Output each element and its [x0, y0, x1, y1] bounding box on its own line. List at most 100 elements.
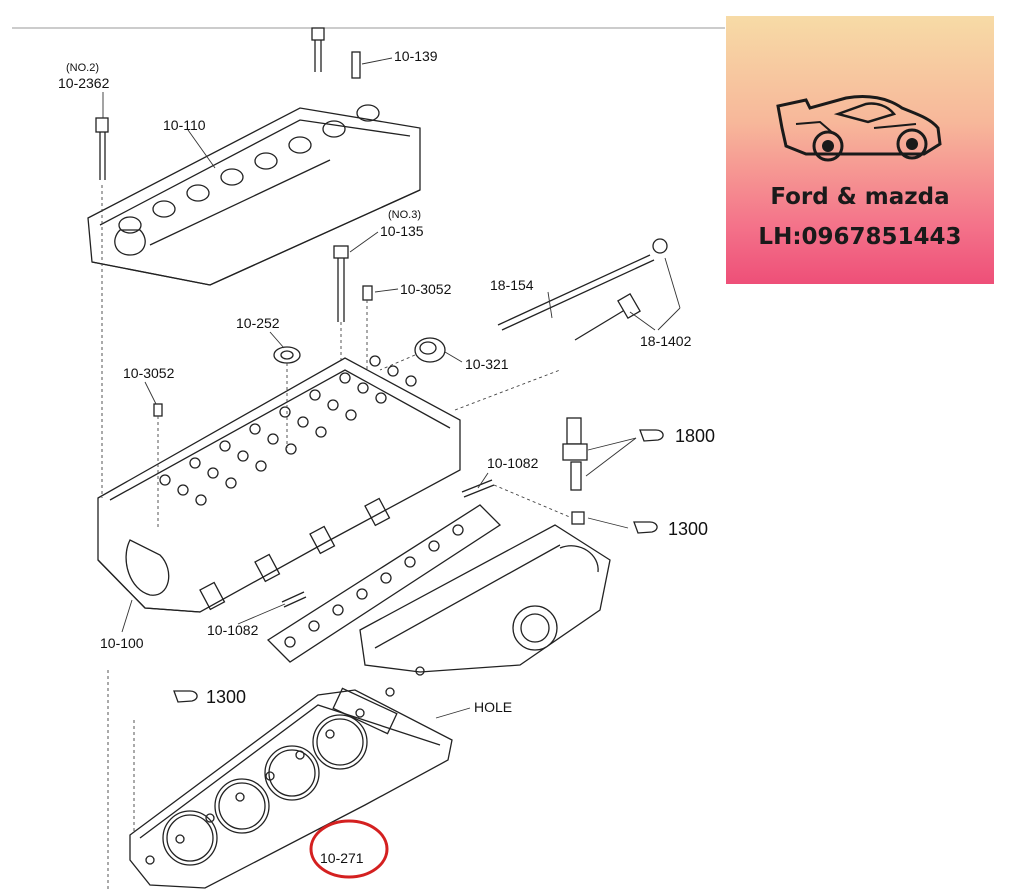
cam-cap — [186, 184, 210, 202]
gasket-port — [356, 588, 368, 600]
valve-hole — [405, 375, 417, 387]
cam-cap — [254, 152, 278, 170]
label-18-1402: 18-1402 — [640, 333, 692, 349]
cam-cap — [288, 136, 312, 154]
valve-hole — [297, 416, 309, 428]
valve-hole — [285, 443, 297, 455]
sports-car-icon — [776, 94, 942, 162]
valve-hole — [375, 392, 387, 404]
valve-hole — [369, 355, 381, 367]
valve-hole — [195, 494, 207, 506]
dowel-pin-10-3052-left — [153, 403, 163, 417]
fuel-pipe-18-154 — [497, 238, 668, 331]
intake-port — [199, 581, 226, 611]
reference-pointer-icon — [173, 429, 664, 703]
bore-ring — [268, 749, 316, 797]
label-10-3052-left: 10-3052 — [123, 365, 175, 381]
bolt-hole — [355, 708, 365, 718]
gasket-port — [284, 636, 296, 648]
bolt-hole — [205, 813, 215, 823]
bolt-10-135 — [333, 245, 349, 322]
valve-hole — [189, 457, 201, 469]
label-ref-1800: 1800 — [675, 426, 715, 446]
valve-hole — [339, 372, 351, 384]
label-ref-1300-left: 1300 — [206, 687, 246, 707]
valve-hole — [219, 440, 231, 452]
cylinder-head-cover — [87, 104, 421, 286]
label-10-271: 10-271 — [320, 850, 364, 866]
bore-ring — [316, 718, 364, 766]
part-labels: (NO.2) 10-2362 10-110 10-139 (NO.3) 10-1… — [58, 48, 715, 866]
bolt-hole — [295, 750, 305, 760]
bolt-hole — [235, 792, 245, 802]
valve-hole — [345, 409, 357, 421]
bolt-hole — [175, 834, 185, 844]
plug-10-321 — [414, 337, 446, 363]
gasket-port — [380, 572, 392, 584]
valve-hole — [225, 477, 237, 489]
gasket-port — [404, 556, 416, 568]
bolt-hole — [265, 771, 275, 781]
alignment-lines — [101, 185, 573, 890]
label-10-2362: 10-2362 — [58, 75, 110, 91]
intake-port — [309, 525, 336, 555]
valve-hole — [327, 399, 339, 411]
label-no2: (NO.2) — [66, 62, 99, 74]
valve-hole — [279, 406, 291, 418]
cam-cap — [220, 168, 244, 186]
cam-cap — [356, 104, 380, 122]
valve-hole — [267, 433, 279, 445]
intake-port — [254, 553, 281, 583]
pipe-18-1402 — [574, 292, 641, 341]
manifold-gasket — [266, 504, 502, 663]
sensor-assembly — [562, 417, 588, 491]
valve-hole — [315, 426, 327, 438]
gasket-port — [308, 620, 320, 632]
valve-hole — [249, 423, 261, 435]
valve-hole — [237, 450, 249, 462]
bolt-hole — [415, 666, 425, 676]
gasket-port — [452, 524, 464, 536]
valve-hole — [159, 474, 171, 486]
valve-hole — [207, 467, 219, 479]
gasket-port — [428, 540, 440, 552]
label-10-139: 10-139 — [394, 48, 438, 64]
bolt-hole — [145, 855, 155, 865]
bolt-10-2362 — [95, 117, 109, 180]
bore-ring — [166, 814, 214, 862]
valve-hole — [309, 389, 321, 401]
cylinder-bore — [264, 745, 320, 801]
leader-lines — [102, 57, 681, 719]
valve-hole — [255, 460, 267, 472]
label-10-135: 10-135 — [380, 223, 424, 239]
valve-hole — [387, 365, 399, 377]
seal-10-252 — [273, 346, 301, 364]
bolt-10-139 — [311, 27, 361, 79]
cam-cap — [322, 120, 346, 138]
cylinder-bore — [214, 778, 270, 834]
cylinder-head-gasket — [129, 666, 453, 889]
label-10-252: 10-252 — [236, 315, 280, 331]
label-18-154: 18-154 — [490, 277, 534, 293]
label-no3: (NO.3) — [388, 209, 421, 221]
brand-phone: LH:0967851443 — [758, 224, 962, 250]
cylinder-head — [97, 355, 461, 613]
cylinder-bore — [162, 810, 218, 866]
brand-badge: Ford & mazda LH:0967851443 — [726, 16, 994, 284]
bolt-hole — [385, 687, 395, 697]
label-ref-1300-right: 1300 — [668, 519, 708, 539]
label-10-3052-top: 10-3052 — [400, 281, 452, 297]
label-10-100: 10-100 — [100, 635, 144, 651]
bore-ring — [218, 782, 266, 830]
cam-cap — [118, 216, 142, 234]
label-10-321: 10-321 — [465, 356, 509, 372]
brand-title: Ford & mazda — [770, 184, 950, 210]
valve-hole — [357, 382, 369, 394]
cam-cap — [152, 200, 176, 218]
gasket-port — [332, 604, 344, 616]
dowel-pin-10-3052 — [362, 285, 373, 301]
label-10-1082-right: 10-1082 — [487, 455, 539, 471]
highlight-circle — [309, 819, 389, 879]
valve-hole — [177, 484, 189, 496]
